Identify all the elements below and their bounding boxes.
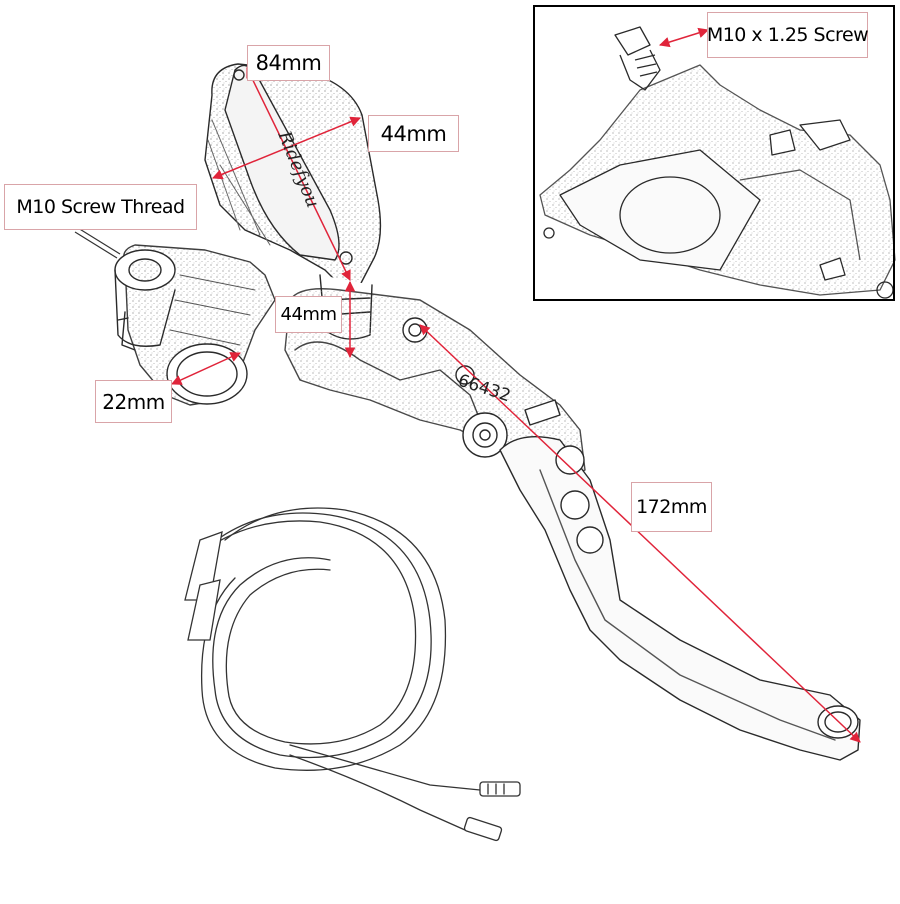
dim-line-m10-inset	[658, 27, 710, 48]
reservoir-width-label: 44mm	[368, 115, 459, 152]
inset-sketch	[539, 26, 896, 299]
lever-length-label: 172mm	[631, 482, 712, 532]
thread-pointer	[74, 227, 121, 259]
lever-length-text: 172mm	[636, 496, 707, 518]
dim-line-22mm	[171, 352, 241, 385]
overall-length-text: 84mm	[255, 51, 322, 75]
inset-screw-label: M10 x 1.25 Screw	[706, 12, 869, 58]
reservoir-width-text: 44mm	[380, 121, 447, 146]
screw-thread-text: M10 Screw Thread	[16, 196, 185, 218]
dimension-lines	[171, 27, 861, 743]
dim-line-172mm	[419, 324, 861, 743]
inset-frame	[533, 5, 895, 301]
screw-thread-label: M10 Screw Thread	[4, 184, 197, 230]
dim-line-44mm-width	[212, 116, 361, 180]
bar-diameter-label: 22mm	[95, 380, 172, 423]
reservoir-height-label: 44mm	[275, 296, 342, 333]
switch-cable-sketch	[184, 507, 521, 842]
overall-length-label: 84mm	[247, 45, 330, 81]
inset-screw-text: M10 x 1.25 Screw	[706, 24, 869, 46]
bar-diameter-text: 22mm	[102, 389, 165, 414]
reservoir-height-text: 44mm	[280, 304, 337, 325]
